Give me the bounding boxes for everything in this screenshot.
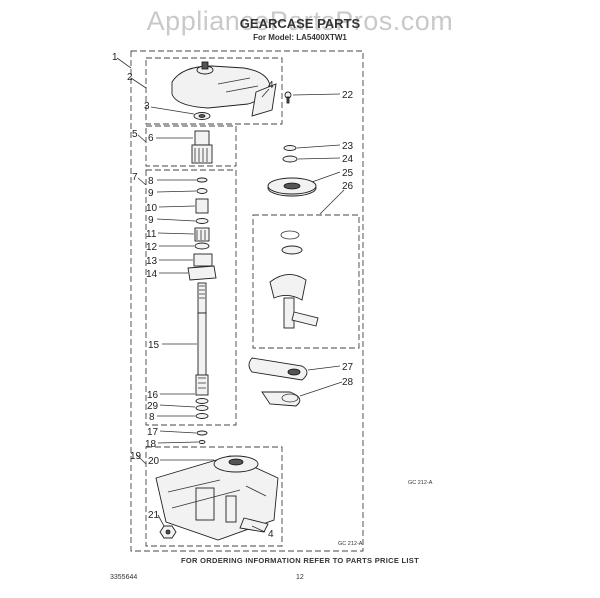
leader-lines xyxy=(116,57,345,533)
callout-21: 21 xyxy=(148,510,160,521)
pinion-box-5 xyxy=(145,125,237,167)
callout-9-lower: 9 xyxy=(148,215,154,226)
gear-25 xyxy=(267,177,317,197)
figure-code-right: GC 212-A xyxy=(408,480,433,486)
callout-26: 26 xyxy=(342,181,354,192)
callout-1: 1 xyxy=(112,52,118,63)
shifter-box-26 xyxy=(252,214,360,349)
callout-20: 20 xyxy=(148,456,160,467)
shaft-box-7 xyxy=(145,169,237,426)
callout-8-upper: 8 xyxy=(148,176,154,187)
callout-16: 16 xyxy=(147,390,159,401)
document-number: 3355644 xyxy=(110,574,138,581)
pinion-gear-6 xyxy=(191,130,213,164)
washers-17-18 xyxy=(196,430,208,444)
callout-3: 3 xyxy=(144,101,150,112)
callout-18: 18 xyxy=(145,439,157,450)
washers-23-24 xyxy=(282,145,298,163)
cam-27 xyxy=(248,357,308,381)
callout-2: 2 xyxy=(127,72,133,83)
callout-29: 29 xyxy=(147,401,159,412)
bolt-22 xyxy=(284,91,292,104)
callout-14: 14 xyxy=(146,269,158,280)
callout-23: 23 xyxy=(342,141,354,152)
shaft-stack-parts xyxy=(187,177,217,419)
callout-8-lower: 8 xyxy=(149,412,155,423)
gearcase-box-19 xyxy=(145,446,283,547)
nut-21 xyxy=(159,525,177,539)
callout-24: 24 xyxy=(342,154,354,165)
callout-12: 12 xyxy=(146,242,158,253)
callout-4-top: 4 xyxy=(268,80,274,91)
figure-code-bottom: GC 212-A xyxy=(338,541,363,547)
callout-17: 17 xyxy=(147,427,159,438)
cover-box-2 xyxy=(145,57,283,125)
callout-25: 25 xyxy=(342,168,354,179)
callout-5: 5 xyxy=(132,129,138,140)
callout-27: 27 xyxy=(342,362,354,373)
callout-labels: 1 2 3 4 5 6 7 8 9 10 9 11 12 13 14 15 16… xyxy=(112,52,354,540)
ordering-info-footer: FOR ORDERING INFORMATION REFER TO PARTS … xyxy=(181,556,419,565)
assembly-frame-1 xyxy=(130,50,364,552)
diagram-title: GEARCASE PARTS xyxy=(239,16,361,31)
callout-15: 15 xyxy=(148,340,160,351)
callout-28: 28 xyxy=(342,377,354,388)
seal-3 xyxy=(193,112,211,120)
callout-9-upper: 9 xyxy=(148,188,154,199)
clip-28 xyxy=(261,391,301,407)
callout-7: 7 xyxy=(132,172,138,183)
callout-10: 10 xyxy=(146,203,158,214)
callout-19: 19 xyxy=(130,451,142,462)
page-number: 12 xyxy=(296,574,304,581)
callout-11: 11 xyxy=(146,229,157,240)
watermark: AppliancePartsPros.com xyxy=(146,6,454,36)
gearcase-cover xyxy=(171,61,277,117)
callout-6: 6 xyxy=(148,133,154,144)
callout-13: 13 xyxy=(146,256,158,267)
callout-4-bottom: 4 xyxy=(268,529,274,540)
shifter-assembly-26 xyxy=(269,230,319,329)
gearcase-base xyxy=(155,455,279,541)
diagram-subtitle: For Model: LA5400XTW1 xyxy=(253,33,347,42)
callout-22: 22 xyxy=(342,90,354,101)
